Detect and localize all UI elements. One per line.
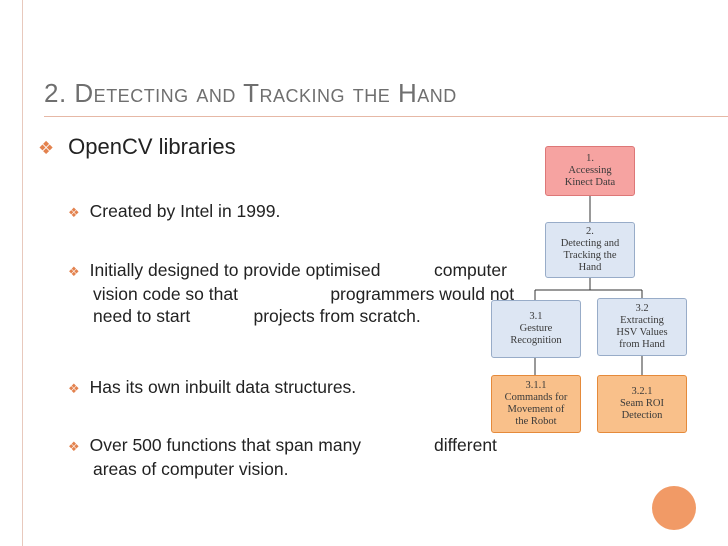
bullet-icon: ❖ bbox=[68, 381, 80, 396]
bullet-icon: ❖ bbox=[38, 138, 55, 158]
main-bullet-text: OpenCV libraries bbox=[68, 134, 236, 159]
bullet-icon: ❖ bbox=[68, 205, 80, 220]
diagram-box-seam-roi: 3.2.1 Seam ROI Detection bbox=[597, 375, 687, 433]
decorative-circle bbox=[652, 486, 696, 530]
diagram-box-accessing-kinect: 1. Accessing Kinect Data bbox=[545, 146, 635, 196]
sub-bullet-1: ❖Created by Intel in 1999. bbox=[68, 200, 280, 224]
main-bullet: ❖ OpenCV libraries bbox=[38, 134, 236, 160]
bullet-icon: ❖ bbox=[68, 264, 80, 279]
sub-bullet-4: ❖Over 500 functions that span many diffe… bbox=[68, 435, 497, 479]
diagram-box-gesture-recognition: 3.1 Gesture Recognition bbox=[491, 300, 581, 358]
sub-bullet-3: ❖Has its own inbuilt data structures. bbox=[68, 376, 356, 400]
left-border-line bbox=[22, 0, 23, 546]
diagram-box-detecting-tracking: 2. Detecting and Tracking the Hand bbox=[545, 222, 635, 278]
title-underline bbox=[44, 116, 728, 117]
slide-title: 2. Detecting and Tracking the Hand bbox=[44, 78, 457, 108]
bullet-icon: ❖ bbox=[68, 439, 80, 454]
sub-bullet-2: ❖Initially designed to provide optimised… bbox=[68, 260, 515, 326]
diagram-box-robot-commands: 3.1.1 Commands for Movement of the Robot bbox=[491, 375, 581, 433]
diagram-box-extracting-hsv: 3.2 Extracting HSV Values from Hand bbox=[597, 298, 687, 356]
